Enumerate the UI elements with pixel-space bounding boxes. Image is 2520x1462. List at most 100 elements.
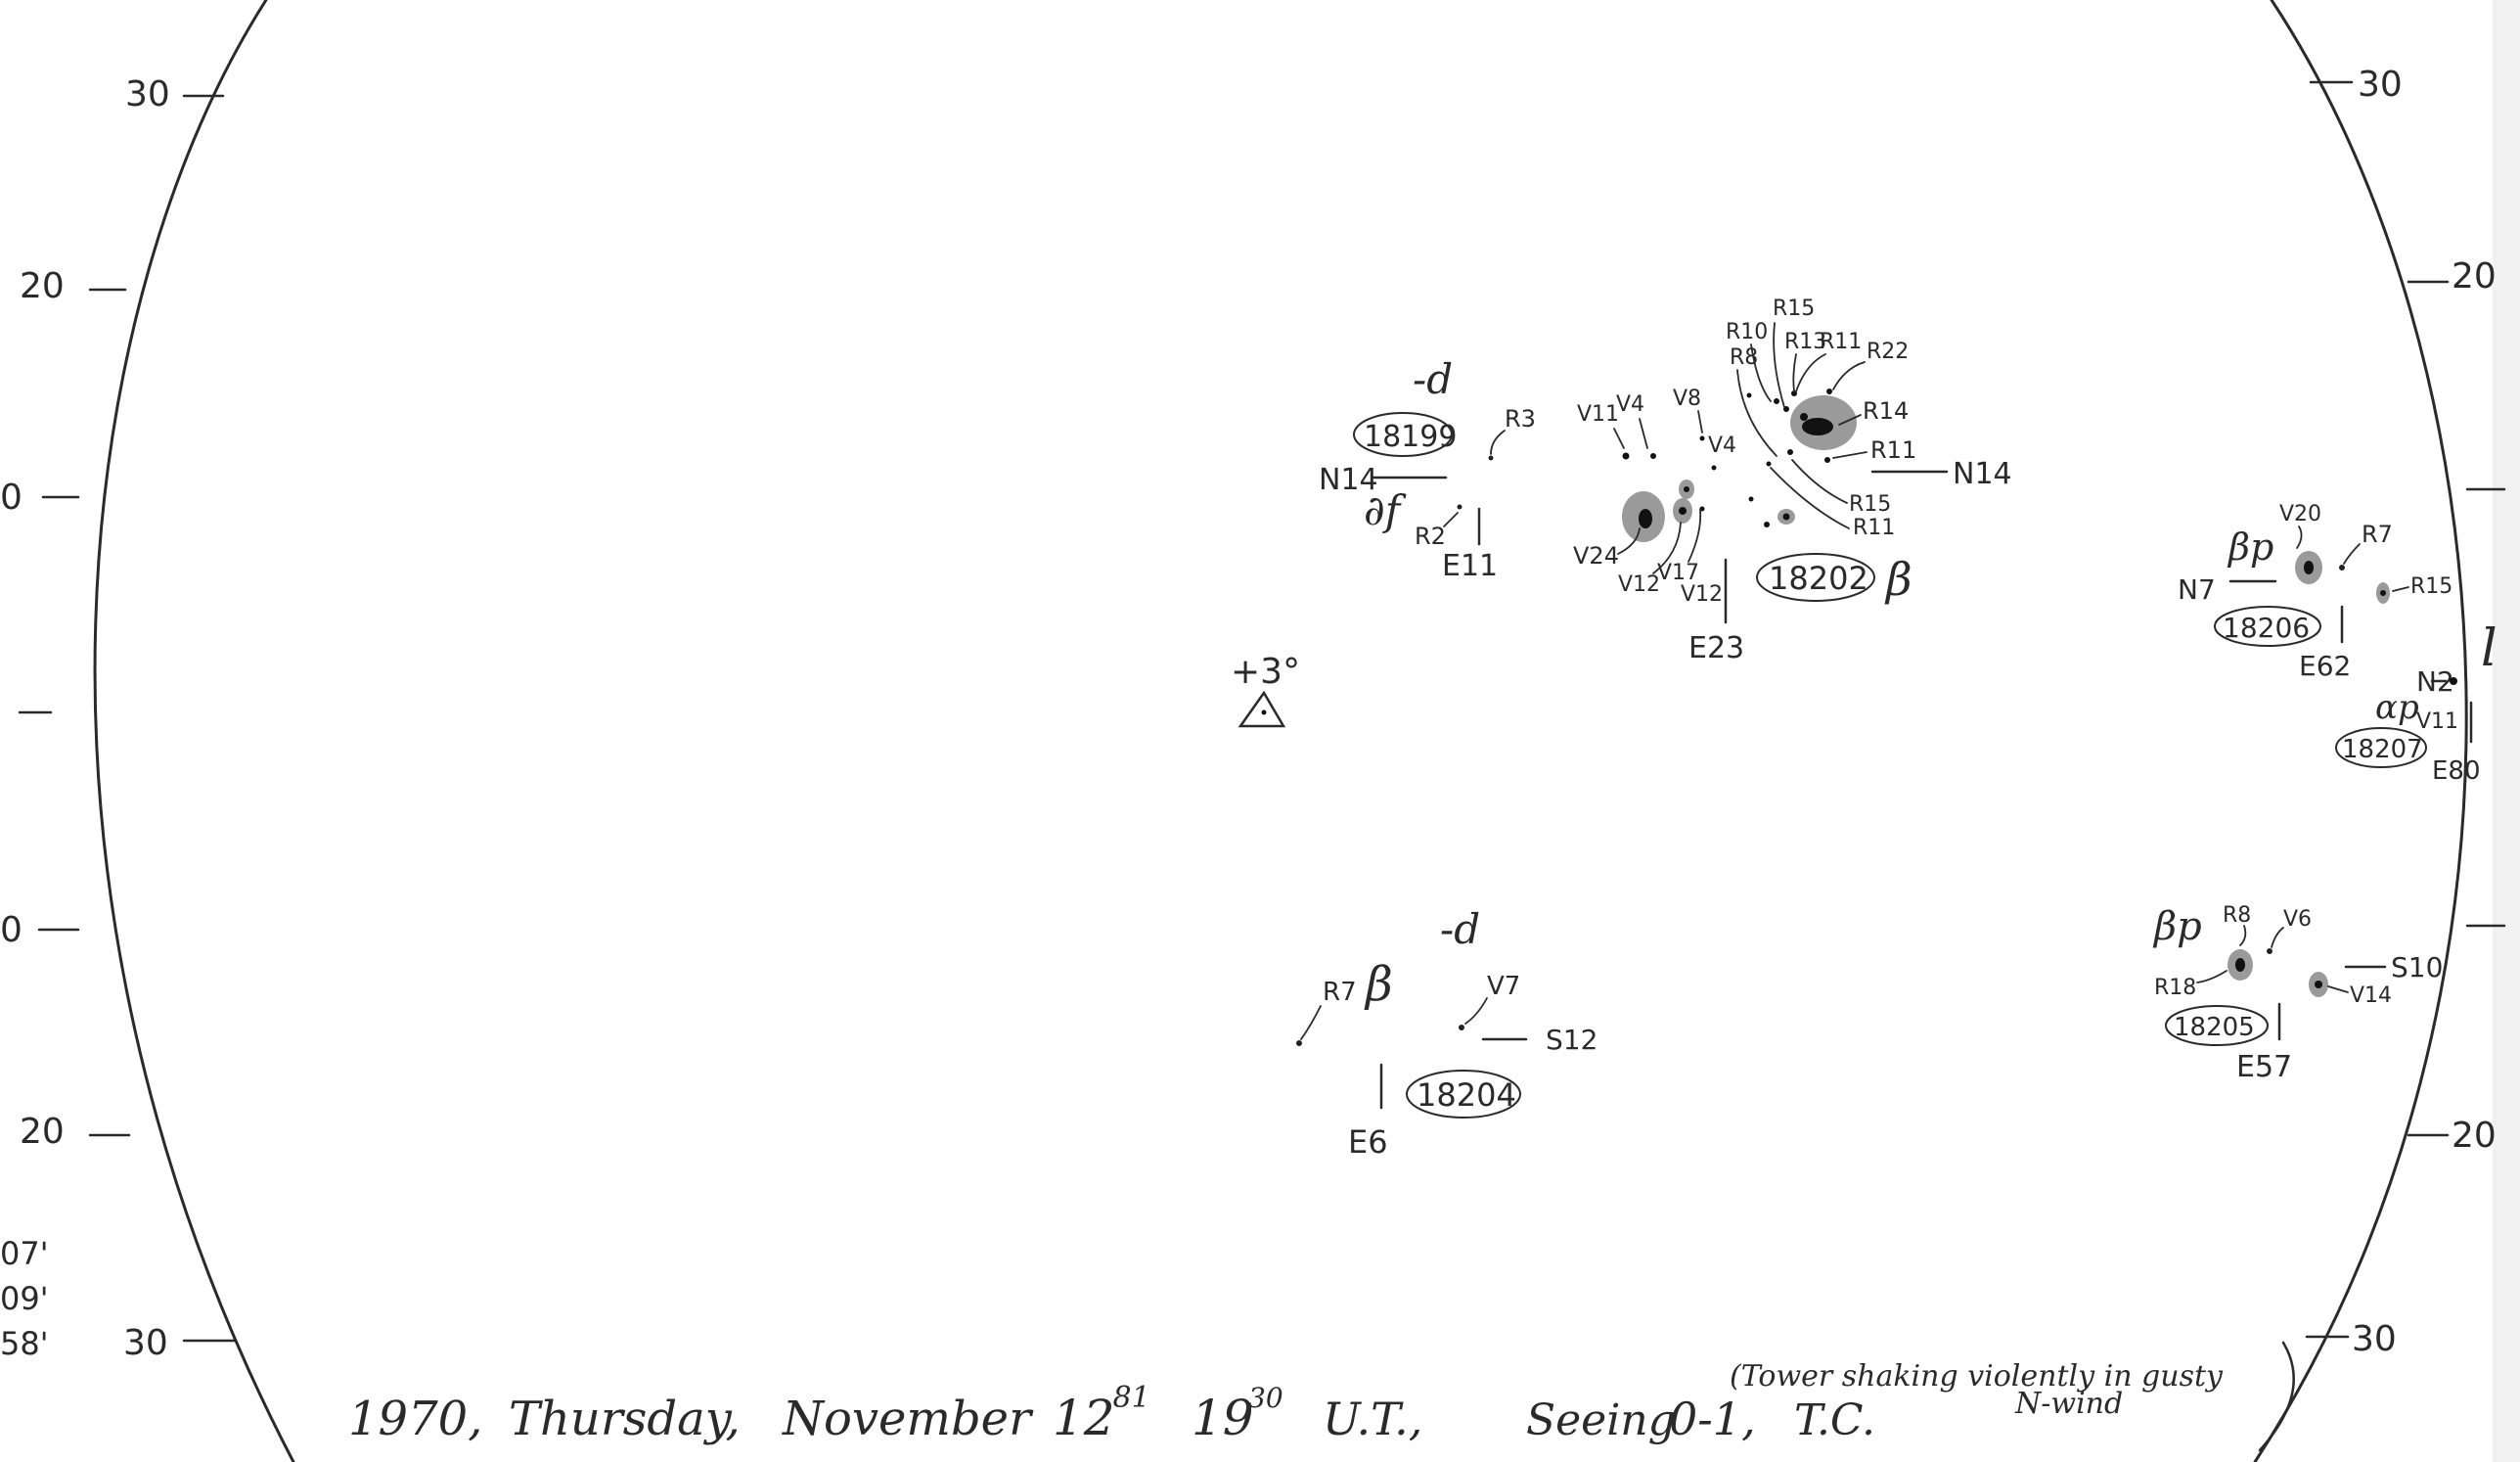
leader-line	[1688, 508, 1702, 563]
group-18206: βp V20 R7 R15 N7 18206 E62	[2178, 502, 2452, 682]
magnetic-class: β	[1364, 957, 1393, 1012]
caption-bracket	[2258, 1341, 2295, 1452]
group-number-oval	[1353, 412, 1453, 457]
longitude-label: E6	[1348, 1123, 1388, 1161]
group-number: 18204	[1417, 1076, 1516, 1114]
leader-line	[1697, 410, 1703, 434]
group-number: 18205	[2174, 1013, 2255, 1042]
edge-note: 07'	[0, 1235, 49, 1272]
latitude-label: S10	[2391, 951, 2443, 983]
leader-line	[1490, 430, 1506, 455]
sunspot-umbra	[1782, 513, 1790, 521]
latitude-label: N14	[1319, 463, 1378, 497]
caption-date-fraction: .81	[1103, 1381, 1150, 1415]
spot-label: V12	[1681, 582, 1723, 607]
disk-center-marker: +3°	[1231, 652, 1300, 728]
caption-seeing-value: 0-1,	[1669, 1393, 1756, 1445]
pore	[1787, 449, 1793, 455]
edge-note: 58'	[0, 1325, 49, 1362]
pore	[2450, 677, 2457, 685]
spot-label: R11	[1853, 516, 1895, 540]
leader-line	[1773, 322, 1785, 408]
right-latitude-scale: 30 20 20 30	[2305, 65, 2506, 1359]
group-18202: V11 V4 V8 V4 V24 V12 V17 V12 R10 R15 R8 …	[1573, 297, 2012, 665]
spot-label: V17	[1657, 561, 1699, 585]
spot-label: V6	[2283, 907, 2312, 932]
group-number-oval	[1756, 553, 1875, 602]
spot-label: V4	[1708, 434, 1736, 458]
spot-label: R10	[1726, 320, 1768, 344]
longitude-label: E23	[1688, 631, 1744, 665]
spot-label: R13	[1784, 330, 1826, 354]
sunspot-umbra	[1639, 509, 1652, 528]
spot-label: V8	[1673, 387, 1701, 411]
leader-line	[2239, 925, 2247, 946]
latitude-label: N7	[2178, 573, 2216, 606]
spot-label: R7	[2362, 521, 2393, 548]
spot-label: R8	[2223, 903, 2251, 928]
group-number: 18207	[2342, 735, 2423, 764]
spot-label: R2	[1415, 523, 1446, 550]
left-latitude-scale: 30 20 0 0 20 30 07' 09' 58'	[0, 74, 237, 1363]
leader-line	[2271, 927, 2284, 948]
leader-line	[2196, 970, 2228, 983]
leader-line	[1639, 418, 1648, 449]
pore	[1488, 455, 1494, 461]
spot-label: R18	[2154, 976, 2196, 1000]
caption-weekday: Thursday,	[509, 1392, 741, 1446]
pore	[2339, 565, 2345, 571]
pore	[1711, 465, 1717, 471]
caption-date: 12	[1053, 1390, 1115, 1446]
tick-label: 30	[2358, 65, 2403, 105]
sunspot-umbra	[1802, 418, 1833, 435]
group-18204: -d β R7 V7 S12 18204 E6	[1296, 905, 1598, 1161]
spot-label: R15	[1849, 492, 1891, 517]
tick-label: 0	[0, 910, 22, 950]
tick-label: 30	[125, 74, 170, 114]
pore	[1457, 504, 1462, 510]
left-limb-arc	[93, 0, 295, 1462]
sunspot-umbra	[2315, 981, 2322, 988]
pore	[2267, 948, 2272, 954]
group-number: 18199	[1364, 420, 1457, 454]
group-number-oval	[1406, 1070, 1521, 1119]
leader-line	[1838, 414, 1862, 426]
pore	[1746, 392, 1752, 398]
leader-line	[1832, 361, 1866, 390]
zurich-class: βp	[2152, 904, 2202, 949]
tick-label: 20	[20, 266, 65, 306]
group-number: 18202	[1769, 560, 1868, 597]
tick-label: 30	[123, 1323, 168, 1363]
caption-note-line1: (Tower shaking violently in gusty	[1730, 1359, 2224, 1393]
leader-line	[1613, 428, 1625, 449]
latitude-label: N14	[1953, 457, 2012, 491]
spot-label: V11	[2416, 709, 2458, 734]
spot-label: R15	[1773, 297, 1815, 321]
sunspot-umbra	[2380, 590, 2386, 596]
longitude-label: E57	[2236, 1050, 2292, 1084]
leader-line	[2392, 586, 2409, 592]
pore	[1622, 452, 1630, 460]
spot-label: V24	[1573, 542, 1619, 570]
group-18205: βp R8 V6 R18 V14 S10 18205 E57	[2152, 903, 2443, 1084]
tick-label: 0	[0, 478, 22, 518]
tick-label: 20	[20, 1112, 65, 1152]
leader-line	[1443, 512, 1459, 527]
spot-label: R3	[1505, 405, 1536, 433]
leader-line	[1300, 1005, 1322, 1040]
caption-hour: 19	[1192, 1390, 1254, 1446]
zurich-class: αp	[2375, 688, 2419, 727]
center-label: +3°	[1231, 652, 1300, 692]
group-number-oval	[2214, 606, 2321, 647]
pore	[1824, 457, 1830, 463]
sunspot-umbra	[2235, 958, 2245, 972]
caption-month: November	[782, 1392, 1034, 1446]
zurich-class: ∂f	[1364, 486, 1407, 534]
spot-label: R14	[1863, 397, 1909, 425]
caption-minutes: 30	[1248, 1382, 1283, 1414]
leader-line	[1792, 353, 1797, 392]
pore	[1774, 398, 1779, 404]
sunspot-umbra	[2304, 561, 2314, 574]
leader-line	[1652, 522, 1682, 574]
